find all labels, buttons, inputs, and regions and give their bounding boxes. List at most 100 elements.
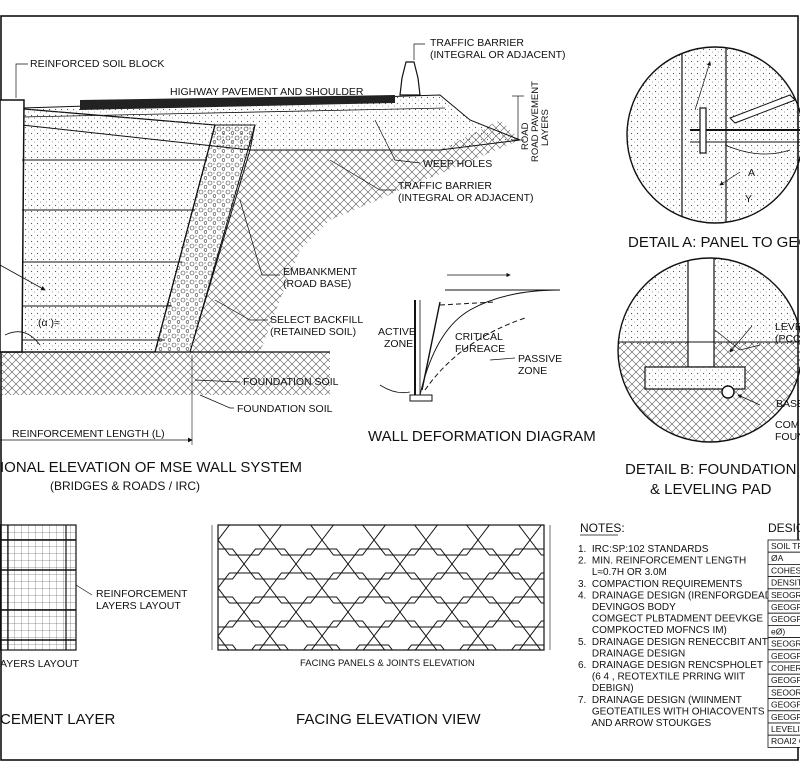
note-line: 2. MIN. REINFORCEMENT LENGTH xyxy=(578,556,746,567)
design-table-row-label: GEOGR xyxy=(771,700,800,710)
label-embankment-2: (ROAD BASE) xyxy=(283,278,351,290)
reinforcement-layer-grid xyxy=(0,524,93,651)
label-reinforced-soil-block: REINFORCED SOIL BLOCK xyxy=(30,58,164,70)
note-line: DEVINGOS BODY xyxy=(578,602,676,613)
label-angle: (α )≈ xyxy=(38,317,60,329)
facing-panel-hex xyxy=(250,644,290,650)
label-reinforcement-length: REINFORCEMENT LENGTH (L) xyxy=(12,428,165,440)
highway-pavement xyxy=(80,95,395,110)
design-table-row-label: SEOGR xyxy=(771,590,800,600)
note-line: COMGECT PLBTADMENT DEEVKGE xyxy=(578,614,763,625)
note-line: 3. COMPACTION REQUIREMENTS xyxy=(578,579,743,590)
facing-panel xyxy=(0,99,25,353)
note-line: AND ARROW STOUKGES xyxy=(578,718,712,729)
facing-panel-hex xyxy=(458,644,498,650)
label-critical-1: CRITICAL xyxy=(455,331,503,343)
label-traffic-barrier-top-1: TRAFFIC BARRIER xyxy=(430,37,524,49)
wall-deformation-diagram xyxy=(379,272,561,402)
note-line: (6 4 , REOTEXTILE PRRING WIIT xyxy=(578,672,745,683)
label-detail-a-y: Y xyxy=(745,193,752,205)
note-line: 5. DRAINAGE DESIGN RENECCBIT ANT xyxy=(578,637,768,648)
note-line: DEBIGN) xyxy=(578,683,634,694)
label-select-backfill-1: SELECT BACKFILL xyxy=(270,314,363,326)
svg-text:LAYERS: LAYERS xyxy=(540,109,551,146)
note-line: 7. DRAINAGE DESIGN (WIINMENT xyxy=(578,695,742,706)
facing-panel-hex xyxy=(302,644,342,650)
label-detail-b-com-2: FOUN xyxy=(775,431,800,443)
foundation-soil-hatch xyxy=(0,352,330,395)
facing-panel-hex xyxy=(529,525,544,556)
note-line: COMPKOCTED MOFNCS IM) xyxy=(578,625,727,636)
facing-elevation-title: FACING ELEVATION VIEW xyxy=(296,711,481,728)
label-highway-pavement: HIGHWAY PAVEMENT AND SHOULDER xyxy=(170,86,364,98)
label-embankment-1: EMBANKMENT xyxy=(283,266,358,278)
design-table-row-label: SEOOR xyxy=(771,687,800,697)
facing-panel-hex xyxy=(354,644,394,650)
note-line: DRAINAGE DESIGN xyxy=(578,648,685,659)
note-line: GEOTEATILES WITH OHIACOVENTS xyxy=(578,706,765,717)
label-foundation-soil-2: FOUNDATION SOIL xyxy=(237,403,333,415)
svg-text:ROAD PAVEMENT: ROAD PAVEMENT xyxy=(530,81,541,162)
wall-deformation-title: WALL DEFORMATION DIAGRAM xyxy=(368,428,596,445)
label-reinforcement-callout-2: LAYERS LAYOUT xyxy=(96,600,181,612)
detail-a-circle xyxy=(626,46,800,224)
design-table-row-label: GEOGR xyxy=(771,602,800,612)
facing-caption: FACING PANELS & JOINTS ELEVATION xyxy=(300,658,475,669)
design-table-cell xyxy=(767,734,800,748)
label-active-zone-2: ZONE xyxy=(384,338,413,350)
note-line: 1. IRC:SP:102 STANDARDS xyxy=(578,544,709,555)
design-table-row-label: GEOGR xyxy=(771,675,800,685)
design-table-row-label: GEOGR xyxy=(771,712,800,722)
facing-elevation-panels xyxy=(211,524,551,651)
design-table-row-label: ROAI2 O xyxy=(771,736,800,746)
reinforcement-caption: AYERS LAYOUT xyxy=(0,658,80,670)
label-active-zone-1: ACTIVE xyxy=(378,326,416,338)
detail-b-title-2: & LEVELING PAD xyxy=(650,481,772,498)
design-table-heading: DESIG xyxy=(768,521,800,535)
label-road-layers: ROAD ROAD PAVEMENT LAYERS xyxy=(520,81,551,162)
label-detail-a-a: A xyxy=(748,167,755,179)
facing-panel-hex xyxy=(218,635,219,637)
reinforcement-layer-title: CEMENT LAYER xyxy=(0,711,115,728)
label-passive-1: PASSIVE xyxy=(518,353,562,365)
facing-panel-hex xyxy=(503,548,544,580)
note-line: 6. DRAINAGE DESIGN RENCSPHOLET xyxy=(578,660,763,671)
facing-panel-hex xyxy=(529,620,544,650)
label-traffic-barrier-mid-1: TRAFFIC BARRIER xyxy=(398,180,492,192)
label-detail-b-base: BASE xyxy=(776,398,800,410)
detail-a-title: DETAIL A: PANEL TO GEO xyxy=(628,234,800,251)
embankment-hatch xyxy=(190,120,520,352)
facing-panel-hex xyxy=(510,644,544,650)
label-passive-2: ZONE xyxy=(518,365,547,377)
reinforcement-strips xyxy=(22,159,205,341)
design-table-row-label: COHESI xyxy=(771,565,800,575)
design-table-row-label: ØA xyxy=(771,553,784,563)
label-select-backfill-2: (RETAINED SOIL) xyxy=(270,326,356,338)
detail-b-title-1: DETAIL B: FOUNDATION xyxy=(625,461,796,478)
traffic-barrier xyxy=(399,61,421,96)
design-table-row-label: GEOGR xyxy=(771,651,800,661)
facing-panel-hex xyxy=(406,644,446,650)
label-detail-b-com-1: COM xyxy=(775,419,800,431)
design-table-row-label: DENSIT xyxy=(771,578,800,588)
design-table: SOIL TFØACOHESIDENSITSEOGRGEOGRGEOGReØ)S… xyxy=(767,539,800,748)
svg-text:ROAD: ROAD xyxy=(520,122,531,150)
label-weep-holes: WEEP HOLES xyxy=(423,158,492,170)
facing-panel-hex xyxy=(218,539,219,541)
label-reinforcement-callout-1: REINFORCEMENT xyxy=(96,588,188,600)
design-table-row-label: LEVELIN xyxy=(771,724,800,734)
mse-wall-section xyxy=(0,43,524,445)
notes-heading: NOTES: xyxy=(580,521,625,535)
label-traffic-barrier-top-2: (INTEGRAL OR ADJACENT) xyxy=(430,49,566,61)
facing-panel-hex xyxy=(503,596,544,628)
main-section-title: IONAL ELEVATION OF MSE WALL SYSTEM xyxy=(0,459,302,476)
design-table-row-label: COHER xyxy=(771,663,800,673)
note-line: 4. DRAINAGE DESIGN (IRENFORGDEADS xyxy=(578,590,779,601)
design-table-row-label: GEOGR xyxy=(771,614,800,624)
label-detail-b-level-1: LEVE xyxy=(775,321,800,333)
design-table-row-label: eØ) xyxy=(771,626,785,636)
detail-b-circle xyxy=(617,257,800,443)
label-traffic-barrier-mid-2: (INTEGRAL OR ADJACENT) xyxy=(398,192,534,204)
facing-panel-hex xyxy=(529,572,544,604)
